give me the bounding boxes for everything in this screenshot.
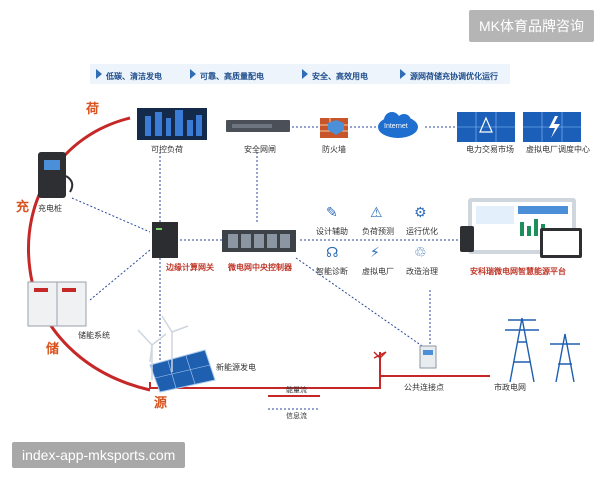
function-label-1: 设计辅助 bbox=[316, 226, 348, 237]
load-forecast-icon: ⚠ bbox=[370, 204, 383, 221]
label-energy-storage: 储能系统 bbox=[78, 330, 110, 341]
meter bbox=[420, 346, 436, 368]
label-power-trading: 电力交易市场 bbox=[466, 144, 514, 155]
label-grid: 市政电网 bbox=[494, 382, 526, 393]
side-label-storage: 储 bbox=[46, 338, 59, 357]
function-label-4: 智能诊断 bbox=[316, 266, 348, 277]
watermark-url: index-app-mksports.com bbox=[12, 442, 185, 468]
function-label-2: 负荷预测 bbox=[362, 226, 394, 237]
legend-info-label: 信息流 bbox=[286, 411, 307, 421]
virtual-plant-icon: ⚡ bbox=[370, 244, 380, 261]
charging-pile bbox=[38, 152, 66, 198]
design-assist-icon: ✎ bbox=[326, 204, 338, 221]
banner-item-1: 低碳、清洁发电 bbox=[106, 71, 162, 82]
banner-item-3: 安全、高效用电 bbox=[312, 71, 368, 82]
banner-item-2: 可靠、高质量配电 bbox=[200, 71, 264, 82]
label-charging-pile: 充电桩 bbox=[38, 203, 62, 214]
banner-item-4: 源网荷储充协调优化运行 bbox=[410, 71, 498, 82]
diagnosis-icon: ☊ bbox=[326, 244, 338, 261]
label-edge-gateway: 边缘计算网关 bbox=[166, 262, 214, 273]
side-label-source: 源 bbox=[154, 392, 167, 411]
function-label-5: 虚拟电厂 bbox=[362, 266, 394, 277]
function-label-3: 运行优化 bbox=[406, 226, 438, 237]
solar-panel bbox=[150, 350, 215, 392]
label-internet: Internet bbox=[384, 123, 408, 130]
label-central-controller: 微电网中央控制器 bbox=[228, 262, 292, 273]
watermark-brand: MK体育品牌咨询 bbox=[469, 10, 594, 42]
legend-energy-label: 能量流 bbox=[286, 385, 307, 395]
label-controllable-load: 可控负荷 bbox=[151, 144, 183, 155]
label-new-energy: 新能源发电 bbox=[216, 362, 256, 373]
retrofit-icon: ♲ bbox=[414, 244, 427, 261]
side-label-load: 荷 bbox=[86, 98, 99, 117]
label-firewall: 防火墙 bbox=[322, 144, 346, 155]
platform-phone bbox=[460, 226, 474, 252]
label-security-gateway: 安全网闸 bbox=[244, 144, 276, 155]
function-label-6: 改造治理 bbox=[406, 266, 438, 277]
optimize-icon: ⚙ bbox=[414, 204, 427, 221]
side-label-charge: 充 bbox=[16, 196, 29, 215]
firewall-graphic bbox=[320, 118, 348, 138]
label-platform: 安科瑞微电网智慧能源平台 bbox=[470, 266, 566, 277]
transmission-towers bbox=[505, 318, 580, 382]
function-grid: ✎ ⚠ ⚙ 设计辅助 负荷预测 运行优化 ☊ ⚡ ♲ 智能诊断 虚拟电厂 改造治… bbox=[316, 204, 446, 284]
label-pcc: 公共连接点 bbox=[404, 382, 444, 393]
label-virtual-plant-center: 虚拟电厂调度中心 bbox=[526, 144, 590, 155]
edge-gateway-device bbox=[152, 222, 178, 258]
